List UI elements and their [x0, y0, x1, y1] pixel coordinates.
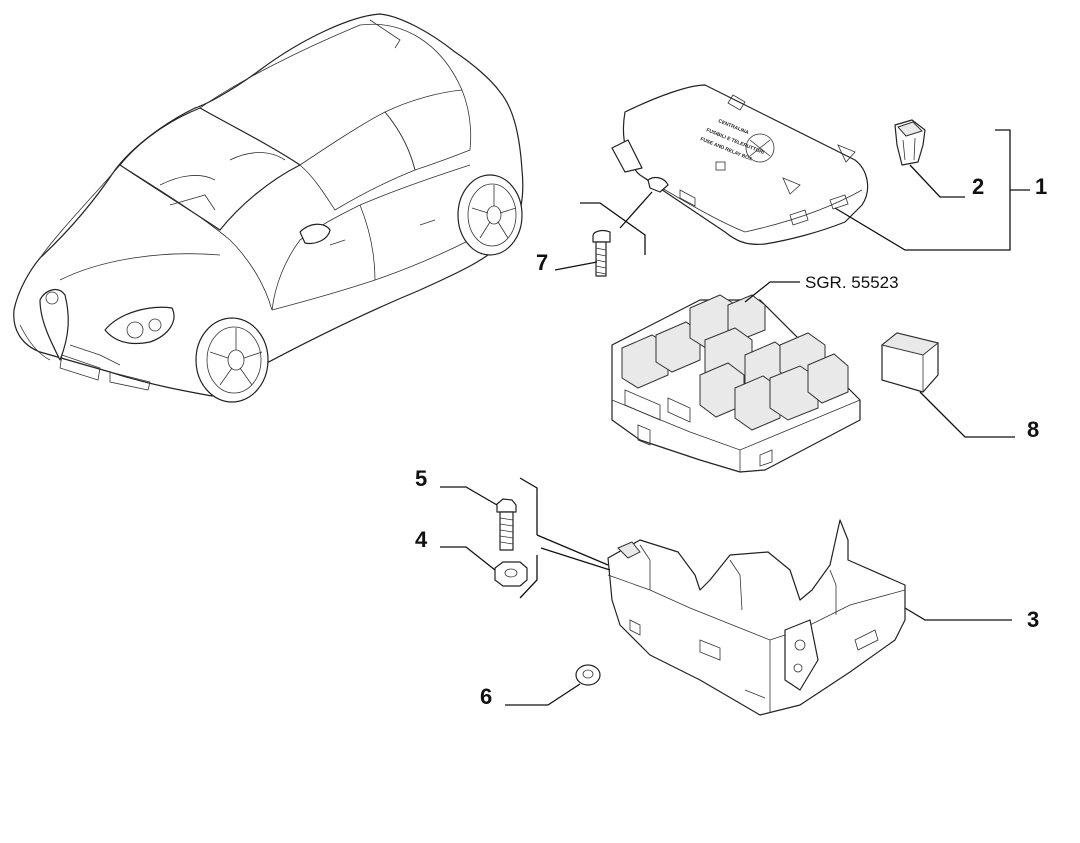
fuse-box-cover: CENTRALINA FUSIBILI E TELERUTTORI FUSE A…	[611, 84, 869, 245]
leader-8	[919, 391, 1015, 438]
callout-8: 8	[1027, 417, 1039, 442]
washer-6	[575, 664, 601, 686]
bolt-5	[496, 498, 517, 551]
relay-fuse-block	[611, 294, 861, 473]
leader-lines	[440, 129, 1030, 706]
bolt-7	[592, 230, 611, 277]
rear-wheel	[457, 174, 523, 256]
clip	[894, 119, 926, 166]
leader-bracket-1	[834, 129, 1011, 251]
leader-sgr	[744, 281, 800, 303]
callout-6: 6	[480, 684, 492, 709]
relay-cubes	[621, 294, 849, 431]
leader-6	[505, 683, 581, 706]
callout-7: 7	[536, 250, 548, 275]
relay-8	[880, 332, 940, 393]
callout-4: 4	[415, 527, 428, 552]
leader-bracket-5-4	[519, 477, 611, 599]
front-wheel	[195, 317, 269, 403]
leader-bracket-7	[580, 191, 653, 255]
callout-1: 1	[1035, 174, 1047, 199]
leader-3	[904, 607, 1012, 621]
callout-3: 3	[1027, 607, 1039, 632]
leader-4	[440, 546, 496, 571]
leader-5	[440, 486, 498, 506]
leader-2	[909, 164, 965, 198]
nut-4	[494, 561, 528, 587]
reference-sgr: SGR. 55523	[805, 273, 899, 292]
callout-labels: 1 2 3 4 5 6 7 8 SGR. 55523	[415, 174, 1047, 709]
callout-2: 2	[972, 174, 984, 199]
leader-7	[554, 261, 598, 271]
callout-5: 5	[415, 466, 427, 491]
car-illustration	[13, 13, 524, 403]
lower-housing	[607, 519, 906, 716]
